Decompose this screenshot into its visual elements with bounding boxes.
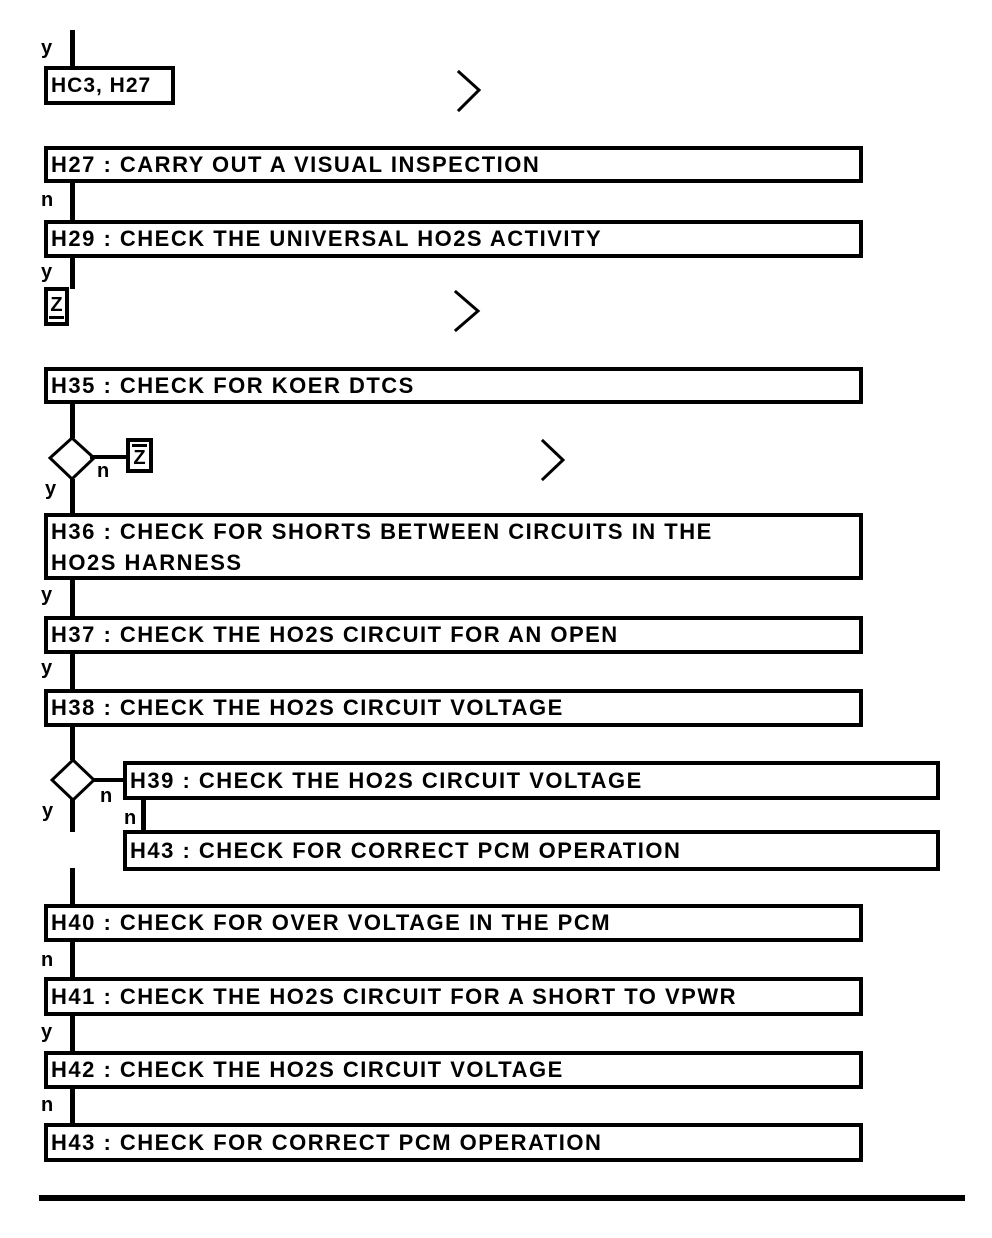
node-h36-line2: HO2S HARNESS — [51, 549, 243, 575]
branch-label-no: n — [97, 460, 111, 482]
branch-label-no: n — [100, 785, 114, 807]
connector-line — [70, 403, 75, 438]
connector-line — [70, 868, 75, 906]
branch-label-yes: y — [41, 1021, 54, 1043]
chevron-right-icon — [453, 289, 481, 333]
node-h37: H37 : CHECK THE HO2S CIRCUIT FOR AN OPEN — [44, 616, 863, 654]
connector-line — [70, 653, 75, 690]
branch-label-yes: y — [45, 478, 58, 500]
connector-line — [70, 183, 75, 221]
node-h27: H27 : CARRY OUT A VISUAL INSPECTION — [44, 146, 863, 183]
decision-diamond-icon — [50, 758, 96, 802]
bottom-divider — [39, 1195, 965, 1201]
connector-line — [70, 1015, 75, 1052]
connector-line — [70, 941, 75, 979]
connector-line — [70, 479, 75, 514]
offpage-connector-z: Z — [44, 287, 69, 326]
connector-line — [70, 726, 75, 760]
node-h43-final: H43 : CHECK FOR CORRECT PCM OPERATION — [44, 1123, 863, 1162]
node-h36: H36 : CHECK FOR SHORTS BETWEEN CIRCUITS … — [44, 513, 863, 580]
branch-label-yes: y — [41, 657, 54, 679]
node-entry: HC3, H27 — [44, 66, 175, 105]
chevron-right-icon — [456, 69, 482, 113]
branch-label-no: n — [41, 949, 55, 971]
branch-label-yes: y — [41, 584, 54, 606]
branch-label-yes: y — [41, 261, 54, 283]
connector-line — [90, 455, 128, 459]
connector-letter: Z — [132, 443, 147, 468]
branch-label-yes: y — [42, 800, 55, 822]
connector-letter: Z — [49, 295, 64, 319]
node-h29: H29 : CHECK THE UNIVERSAL HO2S ACTIVITY — [44, 220, 863, 258]
node-h41: H41 : CHECK THE HO2S CIRCUIT FOR A SHORT… — [44, 977, 863, 1016]
node-h40: H40 : CHECK FOR OVER VOLTAGE IN THE PCM — [44, 904, 863, 942]
connector-line — [70, 1088, 75, 1124]
offpage-connector-z: Z — [126, 438, 153, 473]
branch-label-no: n — [41, 189, 55, 211]
connector-line — [70, 30, 75, 68]
decision-diamond-icon — [48, 436, 96, 481]
node-h42: H42 : CHECK THE HO2S CIRCUIT VOLTAGE — [44, 1051, 863, 1089]
chevron-right-icon — [540, 438, 566, 482]
branch-label-yes: y — [41, 37, 54, 59]
connector-line — [70, 579, 75, 617]
node-h39: H39 : CHECK THE HO2S CIRCUIT VOLTAGE — [123, 761, 940, 800]
branch-label-no: n — [41, 1094, 55, 1116]
connector-line — [141, 799, 146, 831]
node-h43-branch: H43 : CHECK FOR CORRECT PCM OPERATION — [123, 830, 940, 871]
node-h35: H35 : CHECK FOR KOER DTCS — [44, 367, 863, 404]
connector-line — [93, 778, 125, 782]
node-h36-line1: H36 : CHECK FOR SHORTS BETWEEN CIRCUITS … — [51, 518, 713, 544]
node-h38: H38 : CHECK THE HO2S CIRCUIT VOLTAGE — [44, 689, 863, 727]
branch-label-no: n — [124, 807, 138, 829]
connector-line — [70, 798, 75, 832]
connector-line — [70, 258, 75, 289]
